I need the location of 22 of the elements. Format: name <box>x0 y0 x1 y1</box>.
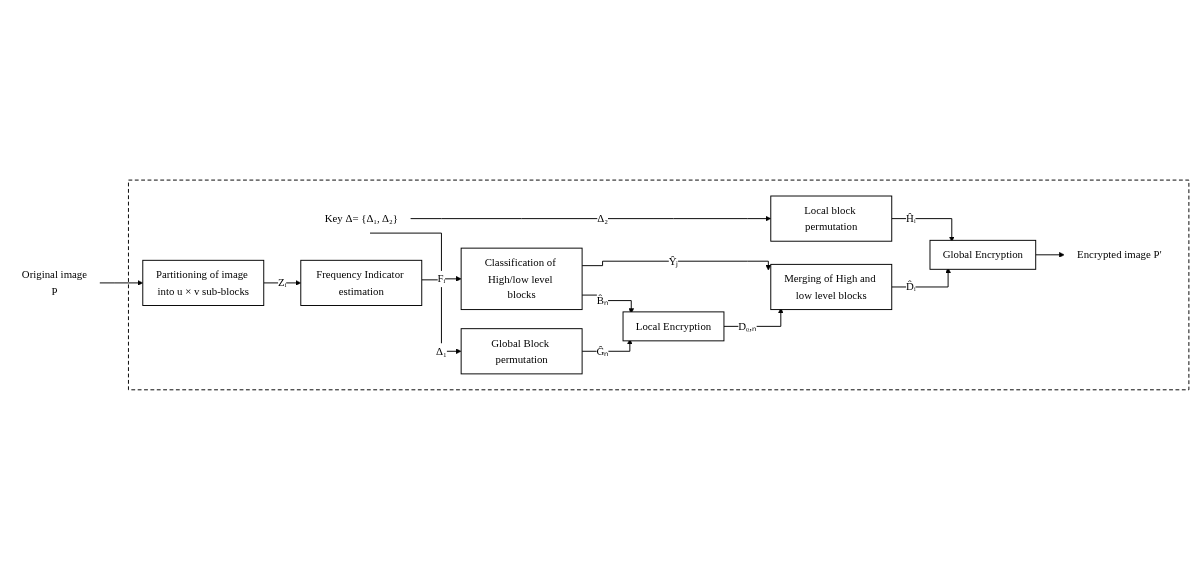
node-box: Frequency Indicator estimation <box>300 259 423 307</box>
node-text: Original image P <box>21 268 88 297</box>
node-box: Global Block permutation <box>460 328 583 375</box>
node-text: Key Δ= {Δ₁, Δ₂} <box>324 212 398 225</box>
cluster <box>128 179 1190 391</box>
edge-label: Ĝₙ <box>596 345 609 358</box>
node-box: Partitioning of image into u × v sub-blocks <box>142 259 265 307</box>
edge-label: Ŷⱼ <box>668 255 679 268</box>
node-box: Global Encryption <box>929 239 1037 270</box>
node-box: Merging of High and low level blocks <box>770 263 893 311</box>
node-box: Local block permutation <box>770 195 893 242</box>
edge-label: Δ₁ <box>436 345 447 358</box>
edge-label: D̂ᵢ <box>906 280 916 293</box>
edge-label: B̂ₙ <box>596 294 609 307</box>
node-box: Classification of High/low level blocks <box>460 247 583 311</box>
edge-label: Δ₂ <box>597 212 608 225</box>
edge-label: Dᵨ,ₙ <box>738 320 757 333</box>
node-box: Local Encryption <box>622 311 725 342</box>
edge-label: Fᵢ <box>437 272 446 285</box>
edge-label: Zᵢ <box>278 276 287 289</box>
node-text: Encrypted image P′ <box>1077 248 1162 261</box>
edge-label: Ĥᵢ <box>906 212 916 225</box>
